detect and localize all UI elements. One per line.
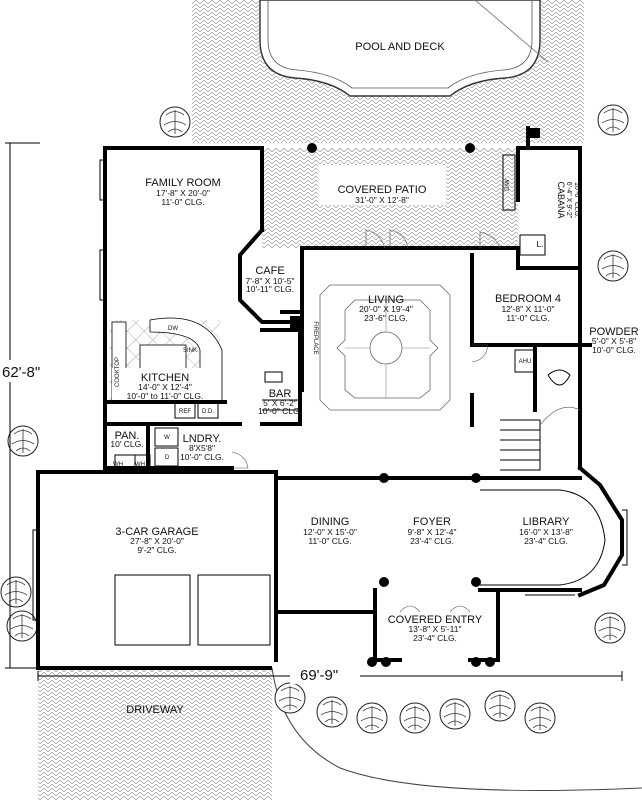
- interior-details: [32, 154, 628, 646]
- overall-height-dimension: 62'-8": [2, 364, 40, 381]
- svg-text:6'-4" X 9'-2": 6'-4" X 9'-2": [565, 182, 572, 219]
- svg-text:11'-0" CLG.: 11'-0" CLG.: [506, 313, 549, 323]
- svg-text:5' X 6'-2": 5' X 6'-2": [263, 398, 297, 408]
- driveway-label: DRIVEWAY: [126, 704, 184, 716]
- pool-deck-label: POOL AND DECK: [355, 41, 445, 53]
- covered-patio: COVERED PATIO 31'-0" X 12'-8": [262, 148, 518, 248]
- living-ceiling-detail: [319, 284, 451, 411]
- svg-text:16'-0" X 13'-8": 16'-0" X 13'-8": [519, 527, 573, 537]
- svg-text:KITCHEN: KITCHEN: [141, 372, 189, 384]
- room-labels: FAMILY ROOM 17'-8" X 20'-0" 11'-0" CLG. …: [110, 177, 638, 643]
- svg-text:CABANA: CABANA: [556, 181, 566, 218]
- svg-text:9'-2" CLG.: 9'-2" CLG.: [137, 545, 176, 555]
- svg-text:DINING: DINING: [311, 516, 350, 528]
- library-label: LIBRARY 16'-0" X 13'-8" 23'-4" CLG.: [519, 516, 573, 546]
- svg-text:POWDER: POWDER: [589, 326, 639, 338]
- svg-text:12'-8" X 11'-0": 12'-8" X 11'-0": [501, 304, 554, 314]
- svg-text:LIBRARY: LIBRARY: [523, 516, 571, 528]
- svg-text:10'-0" to 11'-0" CLG.: 10'-0" to 11'-0" CLG.: [127, 391, 204, 401]
- svg-text:FOYER: FOYER: [413, 516, 451, 528]
- svg-text:10'-0" CLG.: 10'-0" CLG.: [180, 452, 224, 462]
- svg-text:AHU: AHU: [519, 359, 532, 365]
- svg-text:11'-0" CLG.: 11'-0" CLG.: [161, 197, 204, 207]
- columns: [290, 128, 540, 667]
- foyer-label: FOYER 9'-8" X 12'-4" 23'-4" CLG.: [408, 516, 457, 546]
- svg-text:LIVING: LIVING: [368, 294, 404, 306]
- laundry-label: LNDRY. 8'X5'8" 10'-0" CLG.: [180, 433, 224, 462]
- svg-text:17'-8" X 20'-0": 17'-8" X 20'-0": [156, 188, 210, 198]
- svg-text:FIREPLACE: FIREPLACE: [312, 321, 318, 354]
- covered-patio-dims: 31'-0" X 12'-8": [355, 195, 409, 205]
- svg-text:COVERED ENTRY: COVERED ENTRY: [388, 614, 483, 626]
- svg-text:10'-11" CLG.: 10'-11" CLG.: [246, 284, 294, 294]
- svg-text:D.D.: D.D.: [202, 409, 214, 415]
- svg-text:W: W: [164, 435, 170, 441]
- svg-text:D: D: [165, 455, 170, 461]
- svg-text:D/W: D/W: [505, 179, 511, 191]
- svg-text:5'-0" X 5'-8": 5'-0" X 5'-8": [592, 336, 636, 346]
- svg-text:13'-8" X 5'-11": 13'-8" X 5'-11": [408, 624, 461, 634]
- svg-text:PAN.: PAN.: [115, 430, 140, 442]
- svg-text:CAFE: CAFE: [255, 265, 284, 277]
- svg-text:12'-0" X 15'-0": 12'-0" X 15'-0": [303, 527, 357, 537]
- svg-text:20'-0" X 19'-4": 20'-0" X 19'-4": [359, 304, 413, 314]
- svg-text:L.: L.: [536, 239, 543, 249]
- dimension-lines: [0, 142, 623, 684]
- pantry-label: PAN. 10' CLG.: [110, 430, 143, 449]
- fixture-labels: DW SINK COOKTOP REF D.D. FIREPLACE AHU W…: [113, 179, 544, 468]
- svg-text:3-CAR GARAGE: 3-CAR GARAGE: [115, 526, 198, 538]
- svg-text:BEDROOM 4: BEDROOM 4: [495, 293, 561, 305]
- svg-text:FAMILY ROOM: FAMILY ROOM: [145, 177, 220, 189]
- svg-text:WH: WH: [113, 462, 123, 468]
- cabana-label: CABANA 6'-4" X 9'-2" 10'-0" CLG.: [556, 181, 580, 218]
- svg-text:10' CLG.: 10' CLG.: [110, 439, 143, 449]
- svg-text:14'-0" X 12'-4": 14'-0" X 12'-4": [138, 382, 192, 392]
- svg-text:10'-0" CLG.: 10'-0" CLG.: [592, 345, 636, 355]
- svg-text:COOKTOP: COOKTOP: [115, 357, 121, 387]
- family-room-label: FAMILY ROOM 17'-8" X 20'-0" 11'-0" CLG.: [145, 177, 220, 207]
- svg-text:REF: REF: [179, 409, 191, 415]
- driveway: DRIVEWAY: [38, 667, 642, 800]
- svg-text:23'-4" CLG.: 23'-4" CLG.: [524, 536, 568, 546]
- bedroom4-label: BEDROOM 4 12'-8" X 11'-0" 11'-0" CLG.: [495, 293, 561, 323]
- overall-width-dimension: 69'-9": [300, 667, 338, 684]
- kitchen-label: KITCHEN 14'-0" X 12'-4" 10'-0" to 11'-0"…: [112, 368, 218, 401]
- svg-text:27'-8" X 20'-0": 27'-8" X 20'-0": [130, 536, 184, 546]
- svg-text:DW: DW: [168, 326, 178, 332]
- covered-patio-name: COVERED PATIO: [338, 184, 427, 196]
- svg-text:8'X5'8": 8'X5'8": [189, 443, 215, 453]
- svg-text:SINK: SINK: [183, 348, 197, 354]
- pool-deck: POOL AND DECK: [192, 0, 584, 143]
- svg-text:23'-6" CLG.: 23'-6" CLG.: [364, 313, 408, 323]
- svg-text:WH: WH: [135, 462, 145, 468]
- garage-label: 3-CAR GARAGE 27'-8" X 20'-0" 9'-2" CLG.: [115, 526, 198, 555]
- svg-text:9'-8" X 12'-4": 9'-8" X 12'-4": [408, 527, 457, 537]
- svg-text:LNDRY.: LNDRY.: [183, 433, 222, 445]
- dining-label: DINING 12'-0" X 15'-0" 11'-0" CLG.: [303, 516, 357, 546]
- svg-text:10'-0" CLG.: 10'-0" CLG.: [573, 182, 580, 218]
- cafe-label: CAFE 7'-8" X 10'-5" 10'-11" CLG.: [246, 265, 295, 294]
- svg-text:11'-0" CLG.: 11'-0" CLG.: [308, 536, 351, 546]
- powder-label: POWDER 5'-0" X 5'-8" 10'-0" CLG.: [589, 326, 639, 355]
- svg-text:7'-8" X 10'-5": 7'-8" X 10'-5": [246, 276, 295, 286]
- svg-text:10'-0" CLG.: 10'-0" CLG.: [258, 406, 302, 416]
- bar-label: BAR 5' X 6'-2" 10'-0" CLG.: [258, 388, 302, 416]
- svg-text:BAR: BAR: [269, 388, 292, 400]
- svg-text:23'-4" CLG.: 23'-4" CLG.: [413, 633, 457, 643]
- svg-text:23'-4" CLG.: 23'-4" CLG.: [410, 536, 454, 546]
- covered-entry-label: COVERED ENTRY 13'-8" X 5'-11" 23'-4" CLG…: [388, 614, 483, 643]
- living-label: LIVING 20'-0" X 19'-4" 23'-6" CLG.: [359, 294, 413, 323]
